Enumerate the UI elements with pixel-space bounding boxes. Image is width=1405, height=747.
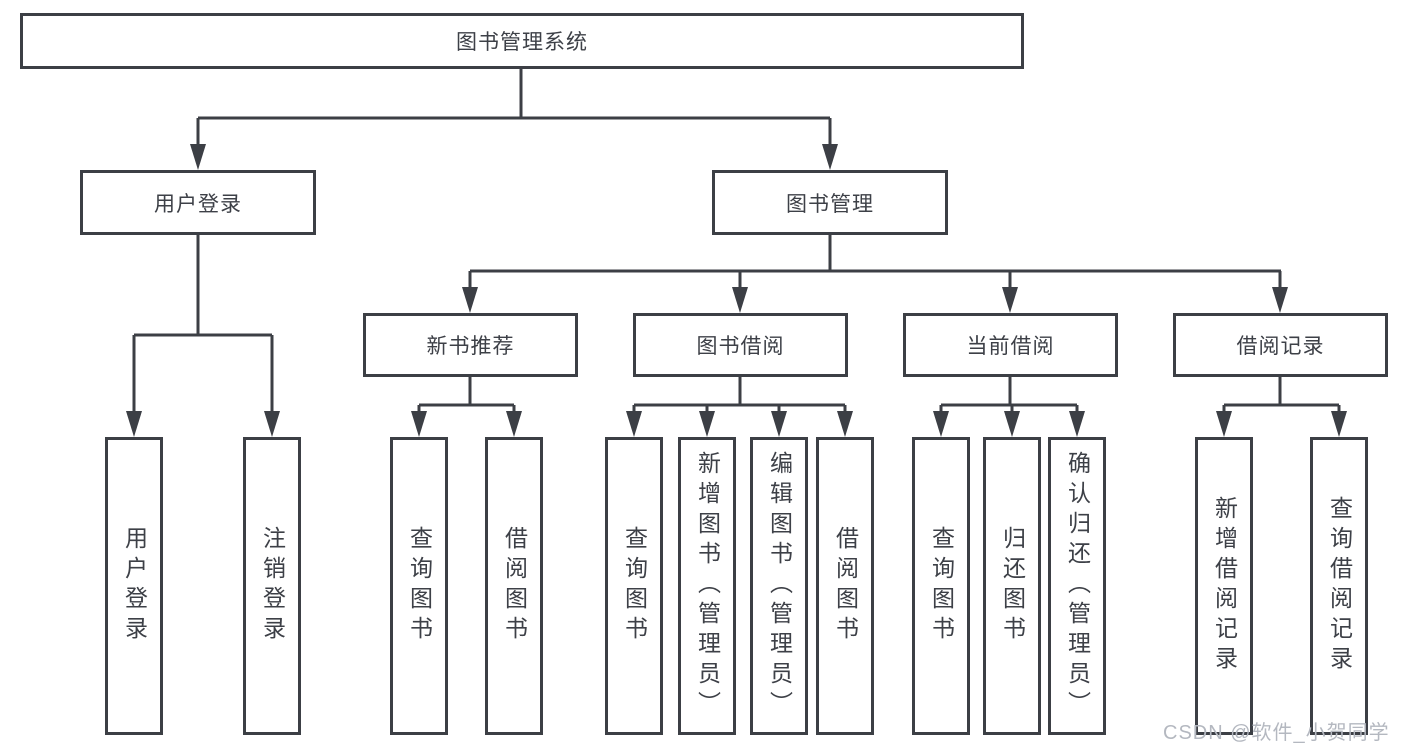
node-root-system: 图书管理系统 xyxy=(20,13,1024,69)
leaf-records-query-borrow-record: 查询借阅记录 xyxy=(1310,437,1368,735)
leaf-newbook-borrow-books: 借阅图书 xyxy=(485,437,543,735)
node-user-login: 用户登录 xyxy=(80,170,316,235)
leaf-borrowing-query-books: 查询图书 xyxy=(605,437,663,735)
node-label: 注销登录 xyxy=(259,526,286,646)
leaf-current-return-books: 归还图书 xyxy=(983,437,1041,735)
node-book-borrowing: 图书借阅 xyxy=(633,313,848,377)
node-label: 确认归还（管理员） xyxy=(1064,451,1091,721)
node-label: 新书推荐 xyxy=(426,335,515,358)
leaf-records-add-borrow-record: 新增借阅记录 xyxy=(1195,437,1253,735)
node-label: 图书管理 xyxy=(786,192,874,216)
node-label: 编辑图书（管理员） xyxy=(766,451,793,721)
node-label: 归还图书 xyxy=(999,526,1026,646)
node-borrowing-records: 借阅记录 xyxy=(1173,313,1388,377)
leaf-borrowing-add-books-admin: 新增图书（管理员） xyxy=(678,437,736,735)
node-label: 图书借阅 xyxy=(696,335,785,358)
node-current-borrowing: 当前借阅 xyxy=(903,313,1118,377)
node-label: 查询图书 xyxy=(406,526,433,646)
arrowheads xyxy=(126,144,1347,437)
node-label: 用户登录 xyxy=(121,526,148,646)
leaf-borrowing-edit-books-admin: 编辑图书（管理员） xyxy=(750,437,808,735)
node-label: 查询图书 xyxy=(621,526,648,646)
node-label: 新增图书（管理员） xyxy=(694,451,721,721)
node-label: 当前借阅 xyxy=(966,335,1055,358)
node-label: 新增借阅记录 xyxy=(1211,496,1238,676)
node-label: 查询借阅记录 xyxy=(1326,496,1353,676)
node-book-management: 图书管理 xyxy=(712,170,948,235)
node-label: 查询图书 xyxy=(928,526,955,646)
node-new-book-recommend: 新书推荐 xyxy=(363,313,578,377)
node-label: 图书管理系统 xyxy=(456,31,588,54)
node-label: 借阅图书 xyxy=(501,526,528,646)
node-label: 用户登录 xyxy=(154,192,242,216)
csdn-watermark: CSDN @软件_小贺同学 xyxy=(1163,722,1390,744)
leaf-current-confirm-return-admin: 确认归还（管理员） xyxy=(1048,437,1106,735)
leaf-borrowing-borrow-books: 借阅图书 xyxy=(816,437,874,735)
leaf-user-login: 用户登录 xyxy=(105,437,163,735)
leaf-logout-login: 注销登录 xyxy=(243,437,301,735)
node-label: 借阅记录 xyxy=(1236,335,1325,358)
leaf-newbook-query-books: 查询图书 xyxy=(390,437,448,735)
node-label: 借阅图书 xyxy=(832,526,859,646)
leaf-current-query-books: 查询图书 xyxy=(912,437,970,735)
